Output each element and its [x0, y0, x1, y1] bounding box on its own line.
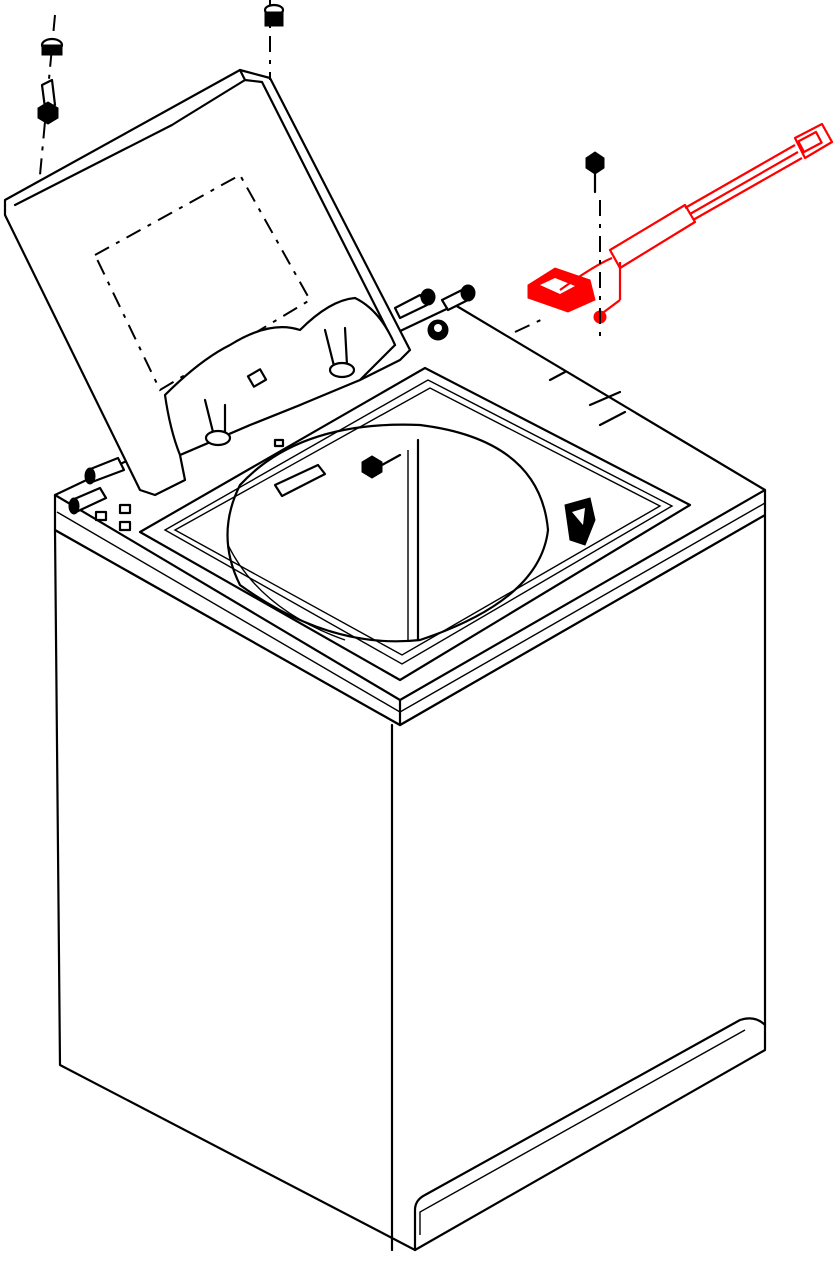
grommet-icon — [40, 37, 64, 56]
top-screws — [68, 284, 476, 515]
screw-icon — [84, 456, 126, 485]
grommet-icon — [427, 319, 449, 341]
lid-fasteners — [37, 0, 285, 176]
switch-screw — [585, 151, 605, 340]
lid-switch-assembly-icon — [514, 122, 834, 333]
lid — [3, 68, 412, 497]
screw-icon — [68, 486, 108, 515]
screw-icon — [37, 78, 59, 125]
tub-opening — [138, 366, 692, 682]
grommet-icon — [263, 3, 285, 27]
screw-icon — [440, 284, 476, 312]
cabinet — [53, 513, 767, 1252]
screw-icon — [393, 288, 436, 320]
